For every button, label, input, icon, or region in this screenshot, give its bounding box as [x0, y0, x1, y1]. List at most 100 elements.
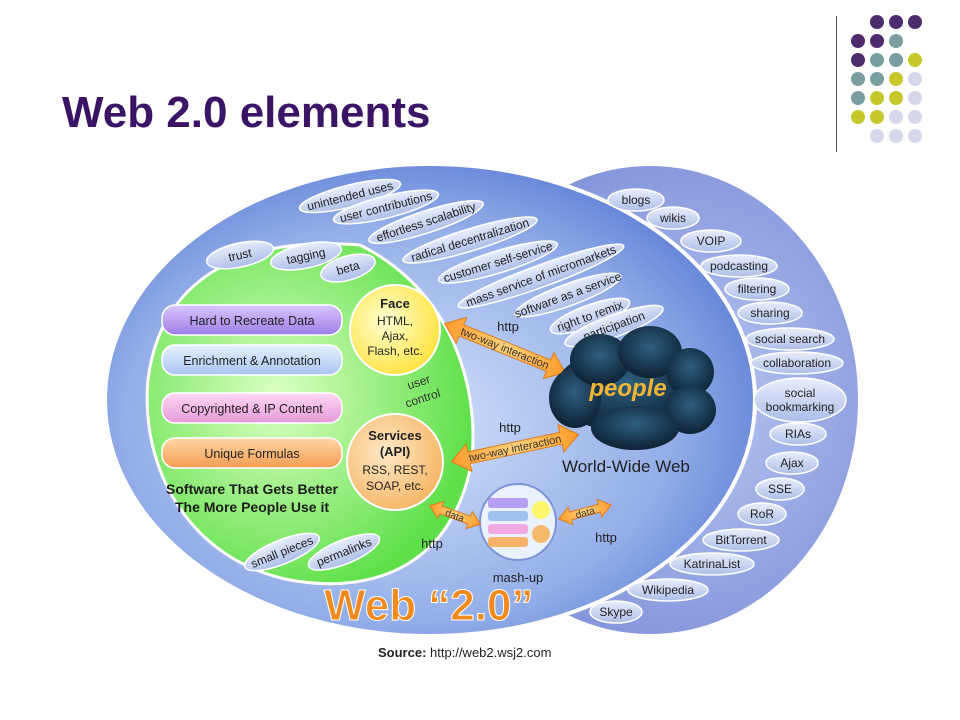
outer-pill-10-label: Ajax — [780, 456, 803, 470]
outer-pill-0-label: blogs — [622, 193, 651, 207]
decorative-dot — [908, 53, 922, 67]
mashup-label: mash-up — [493, 570, 544, 585]
outer-pill-7-label: collaboration — [763, 356, 831, 370]
top-pill-11-label: beta — [335, 258, 362, 278]
decorative-dot — [908, 129, 922, 143]
core-box-label-0: Hard to Recreate Data — [189, 314, 314, 328]
decorative-dot — [889, 15, 903, 29]
services-circle — [346, 413, 444, 511]
outer-pill-1: wikis — [646, 206, 700, 230]
decorative-dot — [870, 91, 884, 105]
decorative-dot — [870, 15, 884, 29]
decorative-dot — [908, 72, 922, 86]
decorative-dot — [889, 110, 903, 124]
decorative-dot — [908, 15, 922, 29]
decorative-dot — [851, 53, 865, 67]
decorative-dot — [870, 53, 884, 67]
top-pill-10: tagging — [269, 241, 343, 271]
outer-pill-8-label: social — [785, 386, 816, 400]
services-line-2: SOAP, etc. — [366, 479, 424, 493]
outer-pill-4: filtering — [724, 277, 790, 301]
mashup-stack — [488, 498, 550, 547]
decorative-dot — [851, 91, 865, 105]
top-pill-9: trust — [205, 240, 275, 270]
decorative-dot — [889, 129, 903, 143]
decorative-dot — [889, 53, 903, 67]
outer-pill-12-label: RoR — [750, 507, 774, 521]
outer-pill-9-label: RIAs — [785, 427, 811, 441]
services-title-2: (API) — [380, 444, 410, 459]
core-box-0: Hard to Recreate Data — [161, 304, 343, 336]
decorative-dot-grid — [851, 15, 922, 143]
outer-pill-7: collaboration — [750, 351, 844, 375]
outer-pill-11-label: SSE — [768, 482, 792, 496]
decorative-dot — [851, 110, 865, 124]
www-label: World-Wide Web — [562, 457, 690, 476]
source-label: Source: — [378, 645, 427, 660]
outer-pill-4-label: filtering — [738, 282, 777, 296]
face-circle — [349, 284, 441, 376]
decorative-dot — [870, 110, 884, 124]
core-box-label-1: Enrichment & Annotation — [183, 354, 321, 368]
outer-pill-6: social search — [745, 327, 835, 351]
people-label: people — [588, 375, 666, 402]
outer-pill-15: Wikipedia — [627, 578, 709, 602]
outer-pill-2: VOIP — [680, 229, 742, 253]
outer-pill-14-label: KatrinaList — [684, 557, 741, 571]
decorative-dot — [851, 72, 865, 86]
outer-pill-14: KatrinaList — [669, 552, 755, 576]
outer-pill-16-label: Skype — [599, 605, 633, 619]
slide-title: Web 2.0 elements — [62, 88, 431, 137]
core-caption-line-1: Software That Gets Better — [166, 481, 338, 497]
face-line-1: HTML, — [377, 314, 413, 328]
outer-pill-12: RoR — [737, 502, 787, 526]
decorative-dot — [851, 34, 865, 48]
user-control-line-1: user — [406, 372, 433, 393]
http-label-1: http — [497, 319, 519, 334]
core-box-label-3: Unique Formulas — [204, 447, 299, 461]
outer-pill-1-label: wikis — [659, 211, 686, 225]
mashup-circle — [479, 483, 557, 561]
outer-pill-13: BitTorrent — [702, 528, 780, 552]
source-url: http://web2.wsj2.com — [430, 645, 552, 660]
top-pill-9-label: trust — [227, 246, 253, 265]
data-label-right: data — [575, 506, 597, 522]
outer-pill-11: SSE — [755, 477, 805, 501]
source-line: Source: http://web2.wsj2.com — [378, 645, 551, 660]
face-line-2: Ajax, — [382, 329, 409, 343]
outer-pill-5-label: sharing — [750, 306, 789, 320]
http-label-3: http — [421, 536, 443, 551]
outer-pill-6-label: social search — [755, 332, 825, 346]
outer-pill-5: sharing — [737, 301, 803, 325]
outer-pill-9: RIAs — [769, 422, 827, 446]
core-box-3: Unique Formulas — [161, 437, 343, 469]
core-caption-line-2: The More People Use it — [175, 499, 329, 515]
arrow-data-right: data — [558, 498, 612, 526]
outer-pill-16: Skype — [589, 600, 643, 624]
outer-pill-13-label: BitTorrent — [715, 533, 767, 547]
outer-pill-2-label: VOIP — [697, 234, 726, 248]
decorative-dot — [870, 129, 884, 143]
outer-pill-8-label: bookmarking — [766, 400, 835, 414]
outer-pill-15-label: Wikipedia — [642, 583, 694, 597]
http-label-4: http — [595, 530, 617, 545]
decorative-dot — [889, 34, 903, 48]
decorative-dot — [870, 72, 884, 86]
top-pill-11: beta — [320, 253, 376, 283]
face-line-3: Flash, etc. — [367, 344, 422, 358]
title-divider — [836, 16, 837, 152]
decorative-dot — [889, 91, 903, 105]
core-box-label-2: Copyrighted & IP Content — [181, 402, 323, 416]
services-line-1: RSS, REST, — [362, 463, 427, 477]
people-cloud — [549, 326, 716, 450]
outer-pill-3: podcasting — [700, 254, 778, 278]
decorative-dot — [889, 72, 903, 86]
outer-pill-3-label: podcasting — [710, 259, 768, 273]
decorative-dot — [908, 110, 922, 124]
services-title-1: Services — [368, 428, 422, 443]
decorative-dot — [870, 34, 884, 48]
core-box-1: Enrichment & Annotation — [161, 344, 343, 376]
outer-pill-10: Ajax — [765, 451, 819, 475]
